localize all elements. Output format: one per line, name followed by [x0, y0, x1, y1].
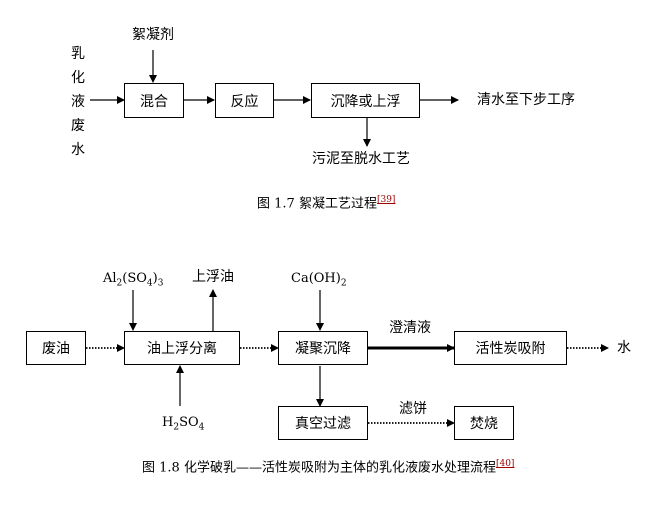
mix-box: 混合	[124, 83, 184, 118]
filter-cake-label: 滤饼	[399, 401, 427, 417]
al2so4-reagent-label: Al2(SO4)3	[103, 271, 164, 289]
vacuum-filtration-box: 真空过滤	[278, 406, 368, 440]
waste-oil-box: 废油	[26, 331, 86, 365]
figure-1-8-reference: [40]	[495, 459, 515, 469]
settle-box: 沉降或上浮	[311, 83, 420, 118]
sludge-output-label: 污泥至脱水工艺	[312, 151, 410, 167]
h2so4-reagent-label: H2SO4	[162, 415, 205, 433]
clear-water-output-label: 清水至下步工序	[477, 92, 575, 108]
caoh2-reagent-label: Ca(OH)2	[291, 271, 347, 289]
clarified-liquid-label: 澄清液	[389, 320, 431, 336]
float-oil-label: 上浮油	[192, 269, 234, 285]
oil-float-separation-box: 油上浮分离	[124, 331, 240, 365]
activated-carbon-box: 活性炭吸附	[454, 331, 567, 365]
figure-1-7-reference: [39]	[376, 195, 396, 205]
input-wastewater-label: 乳 化 液 废 水	[71, 46, 85, 158]
coagulation-settling-box: 凝聚沉降	[278, 331, 368, 365]
figure-1-8-caption: 图 1.8 化学破乳——活性炭吸附为主体的乳化液废水处理流程[40]	[142, 459, 515, 476]
water-output-label: 水	[617, 340, 631, 356]
figure-1-7-caption: 图 1.7 絮凝工艺过程[39]	[257, 195, 396, 212]
flocculant-label: 絮凝剂	[132, 27, 174, 43]
react-box: 反应	[215, 83, 274, 118]
incineration-box: 焚烧	[454, 406, 514, 440]
